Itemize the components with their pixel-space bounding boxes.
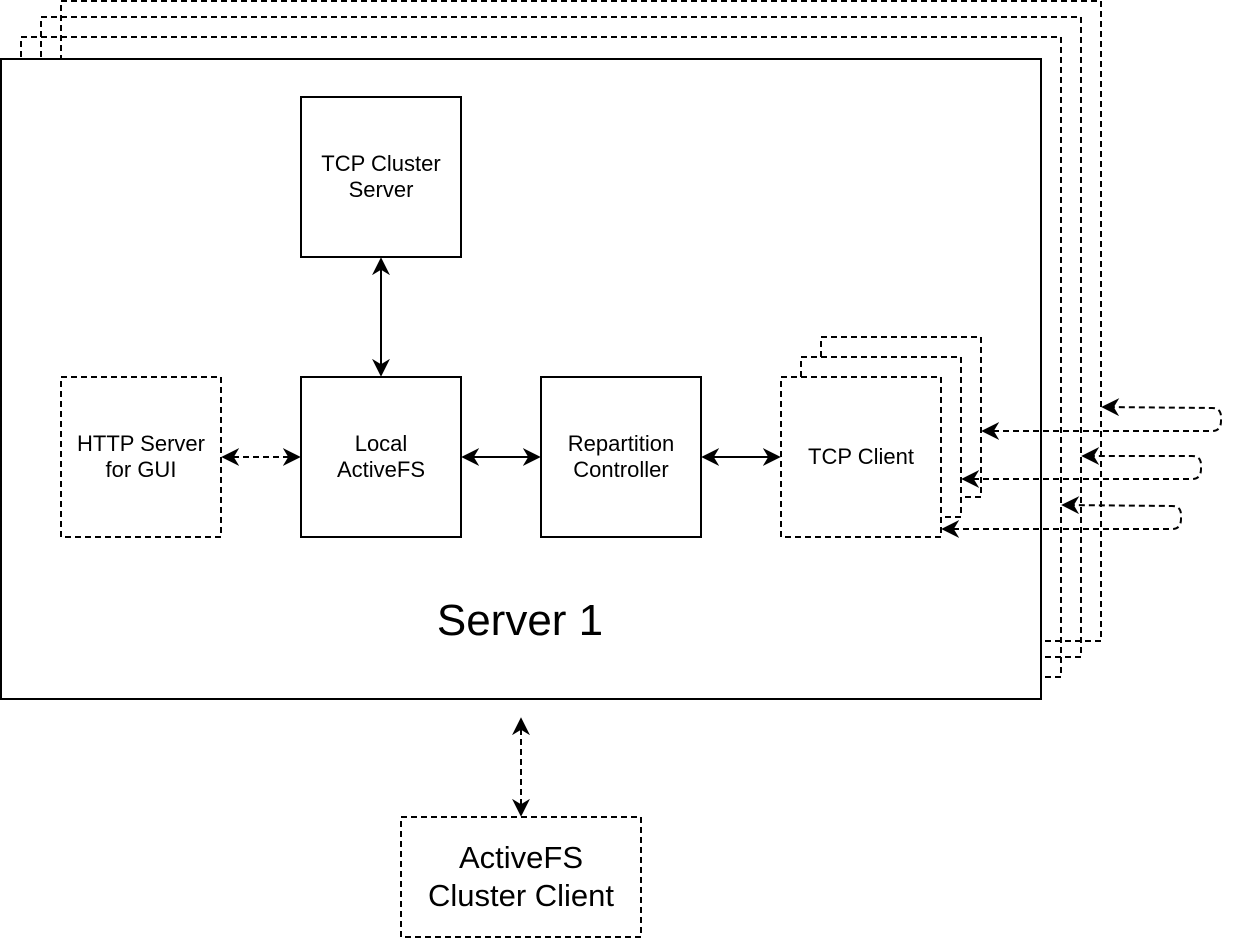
cluster-client-label: ActiveFS Cluster Client: [427, 839, 615, 913]
tcp-cluster-server-label: TCP Cluster Server: [321, 150, 441, 202]
tcp-cluster-server-box: [300, 96, 462, 258]
http-server-box: [60, 376, 222, 538]
loop-connector-1: [981, 398, 1222, 440]
loop-connector-3: [941, 496, 1182, 538]
tcp-client-label: TCP Client: [808, 443, 914, 469]
http-server-label: HTTP Server for GUI: [77, 430, 205, 482]
local-activefs-label: Local ActiveFS: [336, 430, 426, 482]
repartition-controller-box: [540, 376, 702, 538]
loop-connector-2: [961, 447, 1202, 488]
cluster-client-box: [400, 816, 642, 938]
repartition-controller-label: Repartition Controller: [567, 430, 675, 482]
server-title: Server 1: [436, 595, 604, 645]
tcp-client-box: [780, 376, 942, 538]
local-activefs-box: [300, 376, 462, 538]
